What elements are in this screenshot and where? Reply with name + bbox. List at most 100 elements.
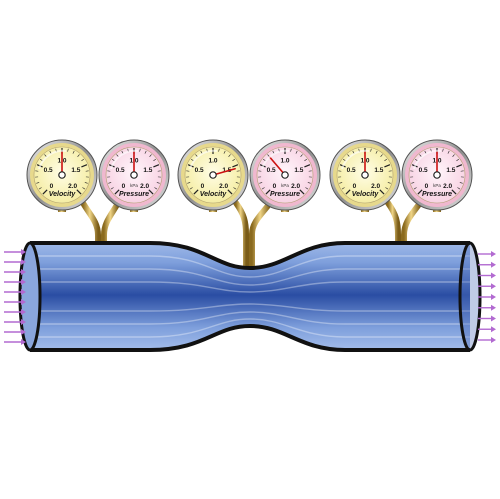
gauge-dial-label: Pressure [270,191,300,198]
inlet-flow-arrow [4,299,26,305]
major-tick [299,189,305,195]
minor-tick [304,158,308,162]
minor-tick [153,158,157,162]
minor-tick [36,182,40,184]
minor-tick [411,182,415,184]
gauge-tick-label: 0.5 [116,167,125,174]
minor-tick [144,150,147,154]
gauge-needle [269,156,286,176]
gauge-tick-label: 0 [201,183,205,190]
gauge-tick-label: 0 [50,183,54,190]
minor-tick [110,187,114,190]
gauge-hub [281,171,289,179]
minor-tick [457,187,461,190]
minor-tick [459,182,463,184]
gauge-needle [212,167,236,176]
minor-tick [154,187,158,190]
gauge-dial-label: Pressure [119,191,149,198]
gauge-tick-label: 2.0 [68,183,77,190]
pipe-outline [30,241,470,352]
minor-tick [387,182,391,184]
gauge-tick-label: 0.5 [44,167,53,174]
gauge-dial-label: Velocity [352,191,380,198]
minor-tick [187,182,191,184]
gauge-tick-label: 0.5 [347,167,356,174]
gauge-tick-label: 1.5 [446,167,455,174]
gauge-dial-label: Pressure [422,191,452,198]
major-tick [384,164,391,168]
minor-tick [218,148,220,152]
minor-tick [235,182,239,184]
gauge-glass-glare [413,149,442,170]
minor-tick [84,182,88,184]
minor-tick [261,187,265,190]
gauge-glass-glare [110,149,139,170]
gauge-tick-label: 2.0 [443,183,452,190]
minor-tick [295,150,298,154]
gauge-tick-label: 2.0 [371,183,380,190]
minor-tick [300,154,303,157]
minor-tick [380,154,383,157]
gauge-tick-label: 1.5 [143,167,152,174]
tap-tube-throat [233,200,249,273]
inlet-flow-arrow [4,319,26,325]
pipe-inlet-mouth [18,241,42,352]
tap-tube-throat-2 [249,200,273,273]
gauge-tick-label: 2.0 [140,183,149,190]
gauge-tick-label: 0.5 [195,167,204,174]
minor-tick [307,182,311,184]
outlet-flow-arrow [478,326,496,333]
major-tick [451,189,457,195]
minor-tick [77,154,80,157]
tap-tube-outlet [385,200,401,249]
major-tick [42,189,48,195]
gauge-tick-label: 1.0 [208,158,217,165]
tap-tube-outlet-2 [401,200,423,249]
gauge-tick-label: 0.5 [267,167,276,174]
major-tick [379,189,385,195]
minor-tick [189,187,193,190]
gauge-hub [433,171,441,179]
tap-tube-inlet-2 [101,200,121,249]
outlet-flow-arrows [478,251,496,343]
minor-tick [456,158,460,162]
major-tick [265,189,271,195]
major-tick [304,164,311,168]
outlet-flow-arrow [478,304,496,311]
gauge-glass-glare [189,149,218,170]
gauge-tick-label: 2.0 [219,183,228,190]
minor-tick [375,150,378,154]
major-tick [193,189,199,195]
gauge-glass-glare [261,149,290,170]
minor-tick [341,187,345,190]
outlet-flow-arrow [478,315,496,322]
gauge-hub [58,171,66,179]
gauge-glass-glare [38,149,67,170]
major-tick [114,189,120,195]
minor-tick [223,150,226,154]
gauge-tick-label: 1.5 [374,167,383,174]
minor-tick [38,187,42,190]
minor-tick [305,187,309,190]
minor-tick [82,187,86,190]
minor-tick [67,148,69,152]
minor-tick [81,158,85,162]
minor-tick [442,148,444,152]
inlet-flow-arrows [4,249,26,345]
minor-tick [233,187,237,190]
gauge-tick-label: 1.5 [294,167,303,174]
minor-tick [413,187,417,190]
minor-tick [108,182,112,184]
major-tick [153,164,160,168]
inlet-flow-arrow [4,289,26,295]
gauge-hub [361,171,369,179]
gauge-glass-glare [341,149,370,170]
minor-tick [139,148,141,152]
gauge-dial-label: Velocity [49,191,77,198]
outlet-flow-arrow [478,251,496,257]
